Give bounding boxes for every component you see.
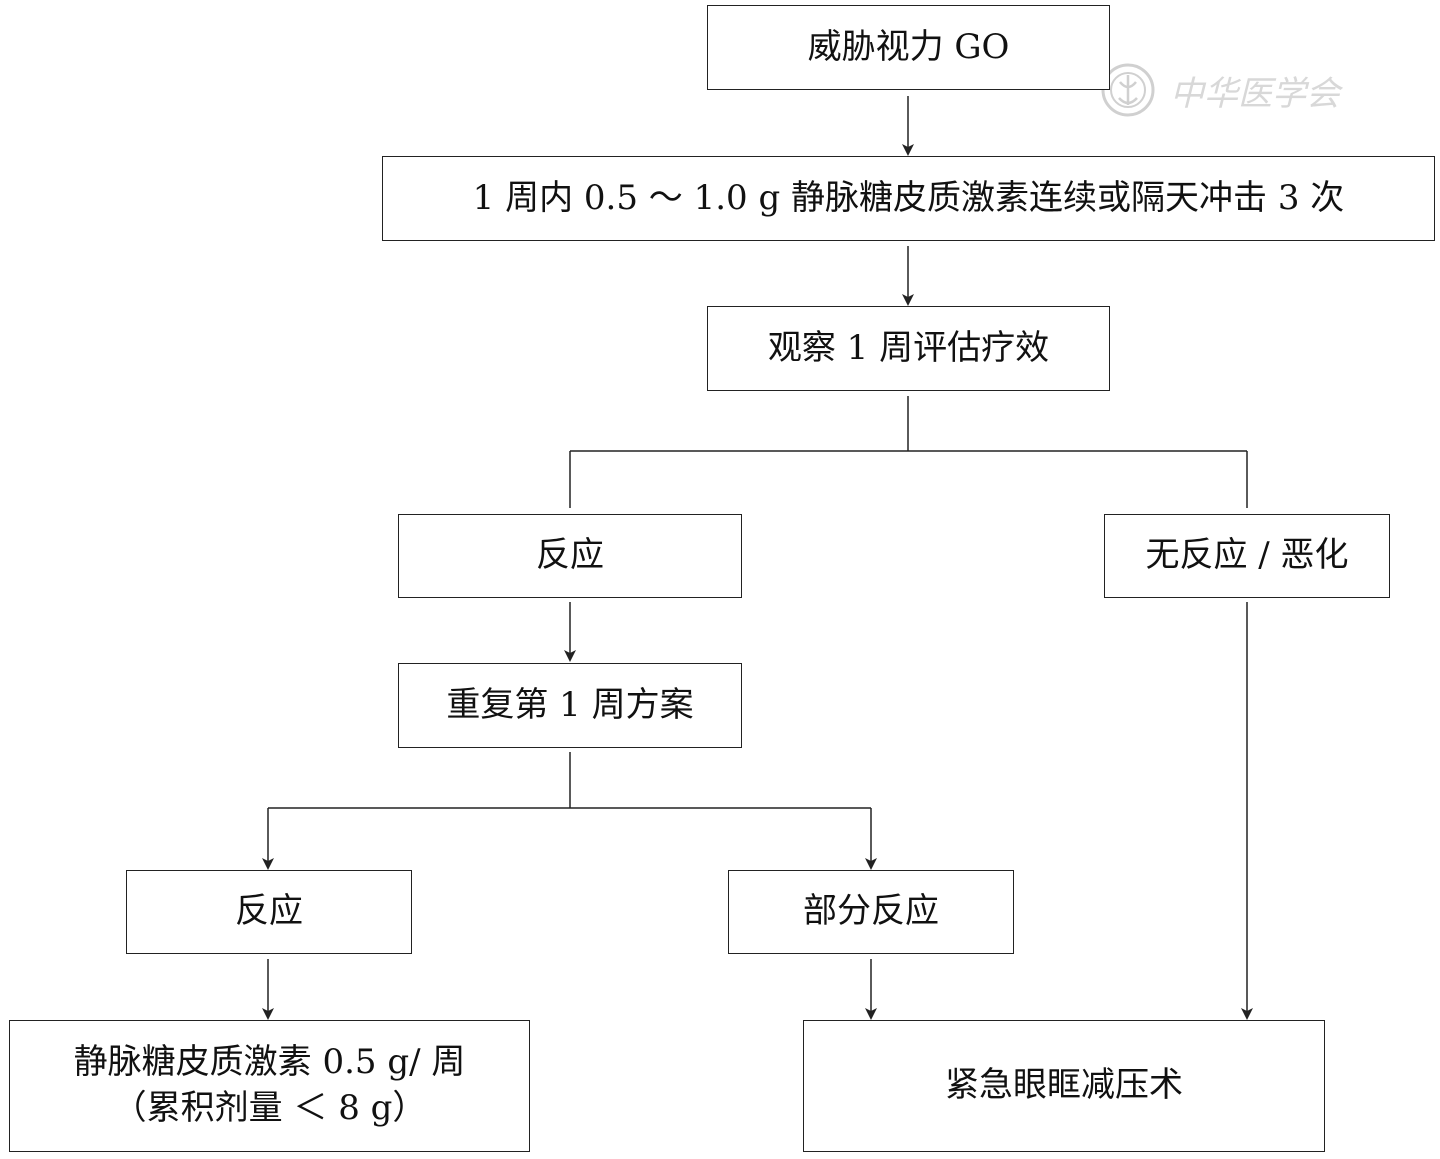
node-repeat-label: 重复第 1 周方案 — [446, 684, 694, 725]
watermark: 中华医学会 — [1100, 62, 1340, 118]
node-response-first: 反应 — [398, 514, 742, 598]
node-no-response-label: 无反应 / 恶化 — [1145, 535, 1349, 576]
node-response-second-label: 反应 — [235, 891, 303, 932]
node-observe-label: 观察 1 周评估疗效 — [767, 327, 1050, 368]
node-observe: 观察 1 周评估疗效 — [707, 306, 1110, 391]
node-partial-response: 部分反应 — [728, 870, 1014, 954]
node-surgery-label: 紧急眼眶减压术 — [945, 1065, 1183, 1106]
watermark-text: 中华医学会 — [1170, 73, 1340, 114]
node-pulse-therapy: 1 周内 0.5 ～ 1.0 g 静脉糖皮质激素连续或隔天冲击 3 次 — [382, 156, 1435, 241]
node-partial-response-label: 部分反应 — [803, 891, 939, 932]
node-surgery: 紧急眼眶减压术 — [803, 1020, 1325, 1152]
node-response-first-label: 反应 — [536, 535, 604, 576]
node-start-label: 威胁视力 GO — [807, 26, 1010, 67]
seal-icon — [1101, 63, 1155, 117]
node-maintenance-line1: 静脉糖皮质激素 0.5 g/ 周 — [73, 1042, 466, 1083]
node-maintenance: 静脉糖皮质激素 0.5 g/ 周 （累积剂量 ＜ 8 g） — [9, 1020, 530, 1152]
node-pulse-therapy-label: 1 周内 0.5 ～ 1.0 g 静脉糖皮质激素连续或隔天冲击 3 次 — [472, 177, 1345, 218]
node-maintenance-line2: （累积剂量 ＜ 8 g） — [112, 1088, 427, 1128]
node-start: 威胁视力 GO — [707, 5, 1110, 90]
node-response-second: 反应 — [126, 870, 412, 954]
node-repeat: 重复第 1 周方案 — [398, 663, 742, 748]
node-no-response: 无反应 / 恶化 — [1104, 514, 1390, 598]
